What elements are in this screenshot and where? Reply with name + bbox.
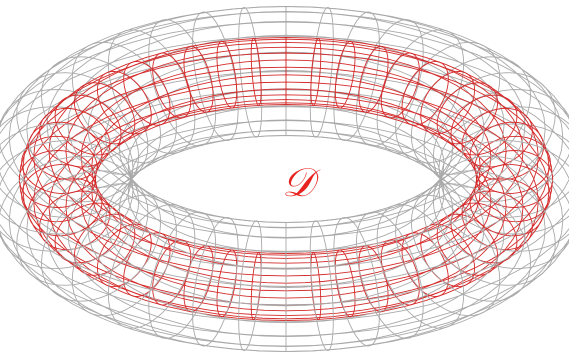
mesh-line: [65, 46, 507, 152]
outer-torus-front-mesh: [0, 123, 569, 353]
mesh-line: [26, 106, 546, 230]
mesh-line: [33, 37, 539, 157]
mesh-line: [80, 59, 492, 157]
mesh-line: [26, 128, 546, 252]
mesh-line: [127, 194, 445, 270]
mesh-line: [118, 208, 454, 288]
outer-torus-back-mesh: [0, 5, 569, 235]
mesh-line: [91, 99, 481, 192]
mesh-line: [48, 38, 524, 152]
mesh-line: [18, 52, 554, 180]
mesh-line: [87, 135, 485, 230]
mesh-line: [0, 230, 569, 347]
mesh-line: [130, 178, 442, 253]
mesh-line: [91, 74, 481, 167]
mesh-line: [46, 124, 526, 238]
mesh-line: [130, 105, 442, 180]
mesh-line: [105, 220, 467, 307]
mesh-line: [0, 35, 569, 135]
mesh-line: [127, 163, 445, 239]
mesh-line: [46, 11, 526, 125]
mesh-line: [67, 20, 505, 125]
mesh-line: [67, 130, 505, 234]
mesh-line: [95, 88, 477, 180]
mesh-line: [67, 233, 505, 338]
mesh-line: [87, 229, 485, 324]
mesh-line: [26, 5, 546, 129]
mesh-line: [0, 223, 569, 323]
mesh-line: [22, 41, 550, 167]
mesh-line: [48, 94, 524, 207]
mesh-line: [8, 137, 564, 269]
mesh-line: [46, 120, 526, 234]
mesh-line: [0, 21, 569, 123]
mesh-line: [105, 137, 467, 224]
mesh-line: [0, 171, 569, 287]
mesh-line: [33, 81, 539, 202]
mesh-line: [118, 149, 454, 229]
mesh-line: [0, 235, 569, 337]
mesh-line: [127, 119, 445, 195]
region-label-D: 𝒟: [282, 160, 321, 206]
mesh-line: [22, 66, 550, 192]
